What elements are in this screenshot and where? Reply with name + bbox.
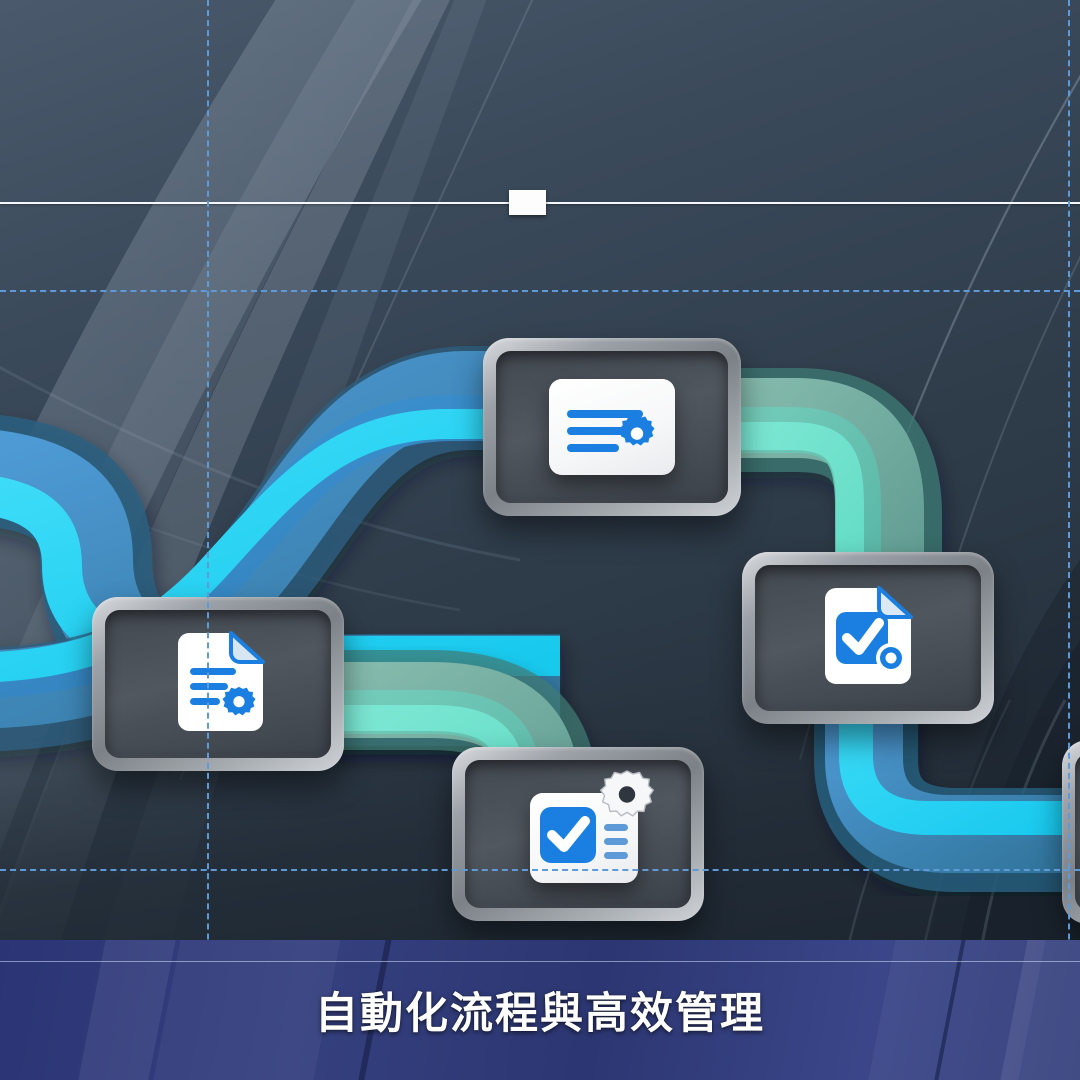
document-fold-lines-gear-icon [170,630,266,739]
banner-hairline [0,961,1080,962]
node-well [105,610,331,758]
lines-gear-glyph [567,410,655,452]
node-offscreen[interactable] [1062,740,1080,924]
approved-doc-glyph [825,585,913,684]
node-well [1075,753,1080,911]
document-lines-gear-icon [549,379,675,475]
node-document-settings[interactable] [92,597,344,771]
caption-banner: 自動化流程與高效管理 [0,940,1080,1080]
document-check-badge-icon [819,585,917,692]
node-well [496,351,728,503]
checklist-gear-icon [530,770,654,883]
document-glyph [178,630,265,731]
node-settings-card[interactable] [483,338,741,516]
gear-icon [600,770,654,817]
node-approved-document[interactable] [742,552,994,724]
caption-text: 自動化流程與高效管理 [315,990,765,1038]
node-task-settings[interactable] [452,747,704,921]
node-well [755,565,981,711]
node-well [465,760,691,908]
checklist-glyph [540,807,628,863]
